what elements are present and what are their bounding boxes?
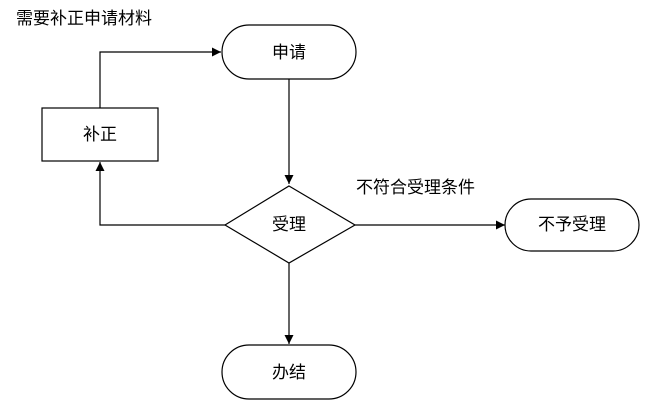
node-correction: 补正	[41, 107, 159, 162]
edge-correction-to-apply	[99, 47, 221, 108]
node-apply-label: 申请	[272, 43, 306, 63]
node-reject-shape	[504, 198, 640, 252]
node-complete: 办结	[221, 344, 357, 400]
node-complete-label: 办结	[272, 363, 306, 383]
node-reject-label: 不予受理	[538, 215, 606, 235]
node-correction-label: 补正	[83, 125, 117, 145]
node-accept-label: 受理	[272, 215, 306, 235]
edge-label-correction-to-apply: 需要补正申请材料	[16, 9, 152, 29]
node-complete-shape	[221, 344, 357, 400]
node-apply: 申请	[221, 24, 357, 80]
node-accept-shape	[223, 185, 357, 264]
edge-accept-to-correction	[95, 162, 225, 226]
node-reject: 不予受理	[504, 198, 640, 252]
node-apply-shape	[221, 24, 357, 80]
node-accept: 受理	[223, 185, 357, 264]
node-correction-shape	[41, 107, 159, 162]
edge-label-accept-to-reject: 不符合受理条件	[356, 178, 475, 198]
